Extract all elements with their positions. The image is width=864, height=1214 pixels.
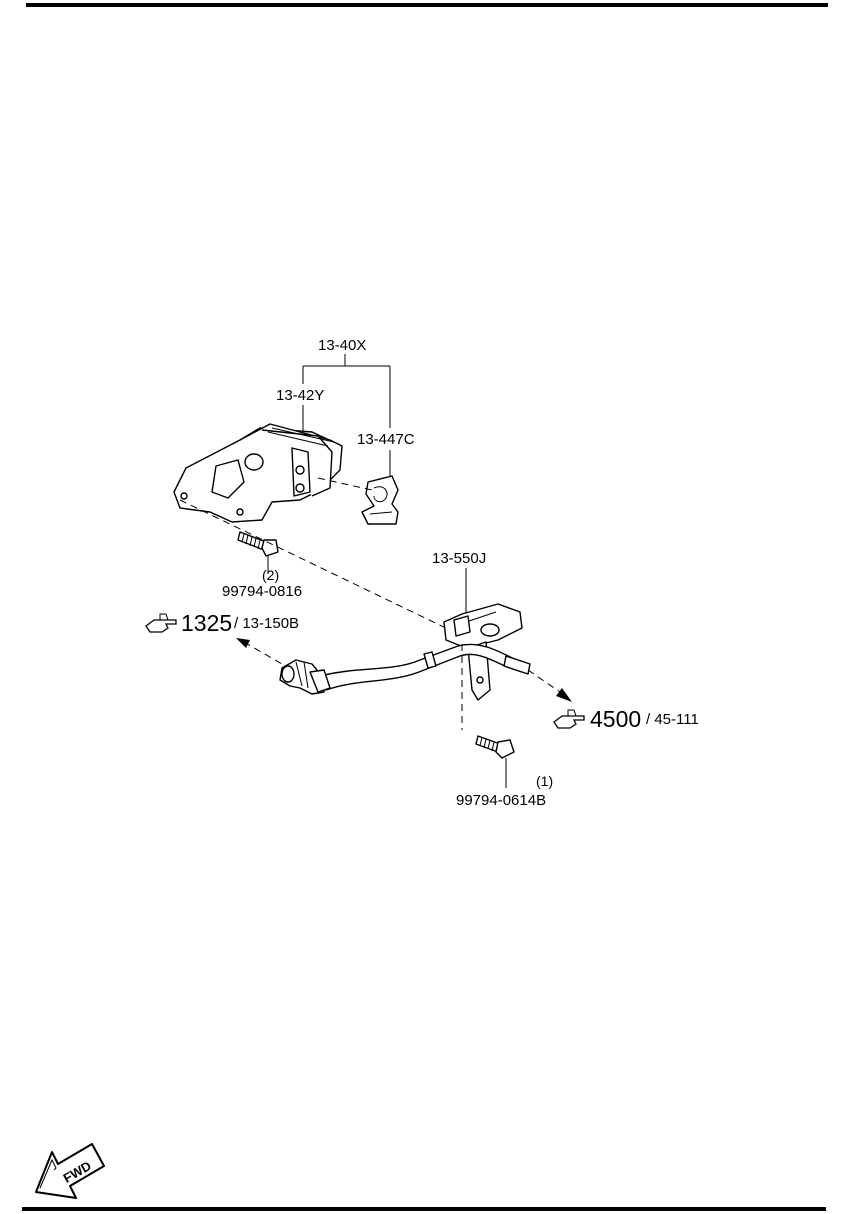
assembly-part-number: 13-40X: [318, 337, 366, 354]
left-ref-page[interactable]: 1325: [181, 610, 232, 636]
clip-drawing: [361, 475, 399, 525]
bracket-drawing: [173, 423, 343, 523]
bracket-guide-line: [179, 499, 451, 631]
left-ref-code[interactable]: / 13-150B: [234, 615, 299, 632]
pointing-hand-icon: [145, 613, 177, 633]
right-ref-code[interactable]: / 45-111: [646, 711, 699, 728]
pipe-drawing: [279, 603, 531, 701]
pointing-hand-icon: [553, 709, 585, 729]
clip-part-number: 13-447C: [357, 431, 415, 448]
upper-bolt-quantity: (2): [262, 567, 279, 583]
lower-bolt-quantity: (1): [536, 773, 553, 789]
upper-bolt-part-number: 99794-0816: [222, 583, 302, 600]
right-guide-arrowhead: [556, 688, 572, 702]
bracket-part-number: 13-42Y: [276, 387, 324, 404]
pipe-part-number: 13-550J: [432, 550, 486, 567]
assembly-callout: [302, 354, 467, 620]
left-guide-arrowhead: [236, 638, 250, 648]
right-guide-line: [527, 669, 561, 693]
clip-guide-line: [317, 477, 373, 491]
fwd-arrow-icon: [35, 1143, 105, 1199]
lower-bolt-drawing: [475, 735, 515, 788]
left-guide-line: [243, 641, 283, 665]
lower-bolt-part-number: 99794-0614B: [456, 792, 546, 809]
right-ref-page[interactable]: 4500: [590, 706, 641, 732]
upper-bolt-drawing: [237, 531, 279, 574]
